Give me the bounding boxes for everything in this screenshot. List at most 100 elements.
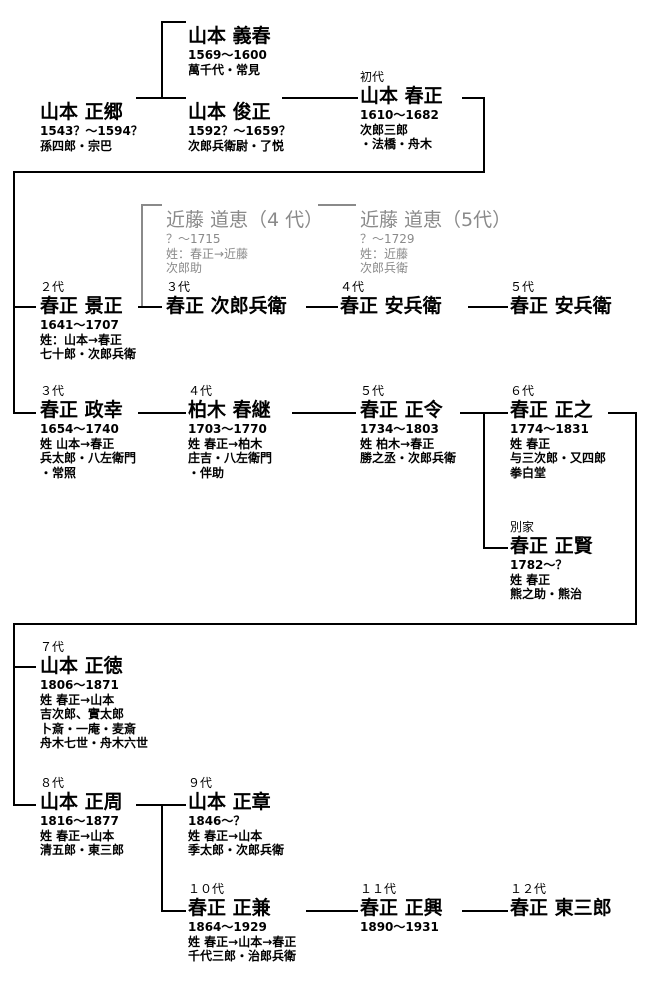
person-detail: ・伴助 [188, 465, 225, 480]
person-detail: 1890～1931 [360, 920, 439, 934]
generation-label: ４代 [340, 280, 365, 294]
person-detail: 勝之丞・次郎兵衛 [360, 451, 457, 465]
person-name: 春正 次郎兵衛 [166, 295, 287, 317]
generation-label [188, 86, 291, 101]
person-name: 山本 春正 [360, 85, 443, 107]
person-name: 柏木 春継 [188, 399, 271, 421]
person-detail: 姓：山本→春正 [40, 332, 123, 347]
person-name: 山本 俊正 [188, 101, 271, 123]
person-detail: 1543？～1594？ [40, 124, 143, 138]
person-detail: 吉次郎、實太郎 [40, 707, 125, 721]
generation-label: ７代 [40, 640, 65, 654]
person-detail: 姓 春正→山本→春正 [188, 934, 297, 949]
person-name: 春正 正令 [360, 399, 443, 421]
person-detail: 1816～1877 [40, 814, 119, 828]
generation-label: ３代 [166, 280, 191, 294]
person-detail: 姓：近藤 [360, 246, 409, 261]
person-name: 山本 正徳 [40, 655, 123, 677]
connector-line [161, 805, 186, 912]
person-detail: 姓 春正→山本 [40, 828, 115, 843]
person-detail: 姓 春正→柏木 [188, 436, 263, 451]
person-name: 山本 正周 [40, 791, 123, 813]
person-detail: 姓 春正→山本 [188, 828, 263, 843]
generation-label: 初代 [360, 70, 385, 84]
person-detail: 1703～1770 [188, 422, 267, 436]
connector-line [161, 21, 186, 99]
generation-label: ２代 [40, 280, 65, 294]
person-name: 春正 正兼 [188, 897, 271, 919]
generation-label: ９代 [188, 776, 213, 790]
person-detail: 次郎助 [166, 261, 203, 275]
generation-label: ５代 [360, 384, 385, 398]
person-detail: 季太郎・次郎兵衛 [188, 843, 285, 857]
person-detail: 1782～？ [510, 558, 568, 572]
person-detail: 姓 山本→春正 [40, 436, 115, 451]
person-detail: 舟木七世・舟木六世 [40, 736, 149, 750]
person-detail: ？～1729 [360, 232, 415, 246]
person-detail: 兵太郎・八左衛門 [40, 451, 137, 465]
person-name: 春正 安兵衛 [340, 295, 442, 317]
person-detail: 拳白堂 [510, 465, 547, 480]
person-detail: 1592？～1659？ [188, 124, 291, 138]
connector-line [13, 667, 36, 806]
person-detail: 1641～1707 [40, 318, 119, 332]
person-detail: 1846～？ [188, 814, 246, 828]
generation-label: ８代 [40, 776, 65, 790]
person-detail: 1806～1871 [40, 678, 119, 692]
person-detail: 1610～1682 [360, 108, 439, 122]
generation-label: ４代 [188, 384, 213, 398]
generation-label [40, 86, 143, 101]
person-detail: 姓 柏木→春正 [360, 436, 435, 451]
person-detail: 1569～1600 [188, 48, 267, 62]
generation-label: ３代 [40, 384, 65, 398]
person-name: 春正 正賢 [510, 535, 593, 557]
person-detail: 与三次郎・又四郎 [510, 451, 607, 465]
person-detail: ・法橋・舟木 [360, 137, 433, 151]
connector-line [141, 204, 162, 307]
person-detail: 千代三郎・治郎兵衛 [188, 949, 297, 963]
person-detail: 孫四郎・宗巴 [40, 138, 113, 153]
person-jirobee3: ３代春正 次郎兵衛 [166, 280, 287, 318]
person-name: 春正 東三郎 [510, 897, 612, 919]
person-name: 山本 正郷 [40, 101, 123, 123]
generation-label: ６代 [510, 384, 535, 398]
person-detail: 庄吉・八左衛門 [188, 451, 273, 465]
person-name: 春正 正之 [510, 399, 593, 421]
person-detail: 次郎兵衛尉・了悦 [188, 138, 285, 153]
generation-label: １１代 [360, 882, 397, 896]
generation-label: ５代 [510, 280, 535, 294]
person-detail: 姓 春正 [510, 436, 551, 451]
person-tozaburo: １２代春正 東三郎 [510, 882, 612, 920]
connector-line [483, 413, 508, 549]
generation-label: １２代 [510, 882, 547, 896]
generation-label [188, 10, 271, 25]
person-name: 近藤 道恵（4 代） [166, 209, 324, 231]
generation-label: 別家 [510, 520, 535, 534]
generation-label [360, 194, 511, 209]
person-detail: 次郎兵衛 [360, 261, 409, 275]
person-detail: 1774～1831 [510, 422, 589, 436]
connector-line [13, 97, 485, 308]
person-detail: 熊之助・熊治 [510, 587, 583, 601]
person-name: 春正 景正 [40, 295, 123, 317]
person-name: 山本 義春 [188, 25, 271, 47]
generation-label [166, 194, 323, 209]
generation-label: １０代 [188, 882, 225, 896]
connector-line [13, 307, 36, 414]
person-detail: 萬千代・常見 [188, 62, 261, 77]
